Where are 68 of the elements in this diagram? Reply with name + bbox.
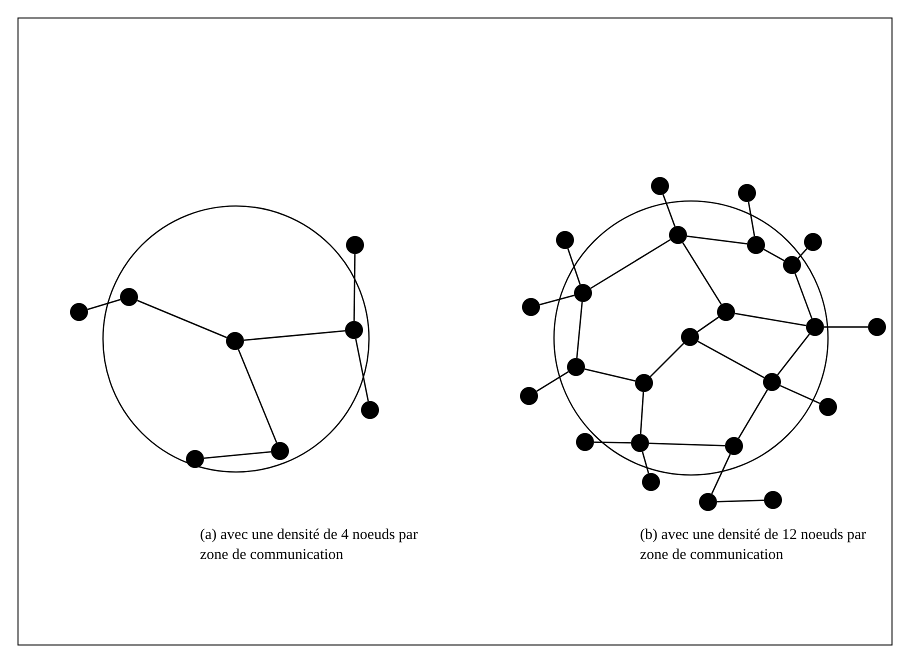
node-dot [522, 298, 540, 316]
node-dot [642, 473, 660, 491]
node-dot [520, 387, 538, 405]
node-dot [806, 318, 824, 336]
node-dot [783, 256, 801, 274]
link-line [567, 248, 581, 285]
link-line [716, 500, 764, 502]
link-line [650, 342, 684, 378]
link-line [748, 202, 756, 236]
node-dot [70, 303, 88, 321]
node-dot [635, 374, 653, 392]
link-line [686, 235, 748, 245]
node-dot [747, 236, 765, 254]
node-dot [725, 437, 743, 455]
node-dot [186, 450, 204, 468]
node-dot [574, 284, 592, 302]
link-line [87, 298, 121, 310]
node-dot [361, 401, 379, 419]
node-dot [699, 493, 717, 511]
link-line [780, 385, 820, 404]
link-line [594, 441, 632, 444]
link-line [642, 451, 650, 474]
node-dot [226, 332, 244, 350]
link-line [355, 338, 369, 402]
node-dot [819, 398, 837, 416]
link-line [640, 392, 644, 434]
link-line [137, 300, 227, 338]
link-line [697, 316, 719, 332]
link-line [590, 239, 671, 289]
link-line [738, 389, 768, 439]
node-dot [804, 233, 822, 251]
link-line [824, 326, 868, 328]
link-line [244, 330, 346, 341]
node-dot [120, 288, 138, 306]
link-line [648, 442, 726, 446]
link-line [798, 248, 808, 259]
node-dot [738, 184, 756, 202]
link-line [734, 312, 806, 326]
panel-caption: (a) avec une densité de 4 noeuds par zone de communication [200, 526, 419, 565]
link-line [682, 242, 722, 305]
node-dot [717, 303, 735, 321]
link-line [204, 451, 272, 459]
link-line [238, 349, 278, 443]
node-dot [651, 177, 669, 195]
link-line [540, 294, 574, 306]
link-line [584, 368, 636, 382]
node-dot [868, 318, 886, 336]
link-line [662, 194, 676, 227]
node-dot [669, 226, 687, 244]
link-line [536, 371, 569, 392]
node-dot [631, 434, 649, 452]
link-line [711, 454, 731, 494]
link-line [764, 248, 784, 262]
node-dot [576, 433, 594, 451]
link-line [353, 254, 356, 321]
node-dot [764, 491, 782, 509]
node-dot [681, 328, 699, 346]
node-dot [271, 442, 289, 460]
node-dot [763, 373, 781, 391]
link-line [777, 334, 810, 376]
node-dot [556, 231, 574, 249]
node-dot [346, 236, 364, 254]
link-line [698, 340, 764, 378]
link-line [576, 302, 583, 358]
node-dot [567, 358, 585, 376]
link-line [794, 273, 813, 319]
panel-caption: (b) avec une densité de 12 noeuds par zone de communication [640, 526, 868, 565]
node-dot [345, 321, 363, 339]
